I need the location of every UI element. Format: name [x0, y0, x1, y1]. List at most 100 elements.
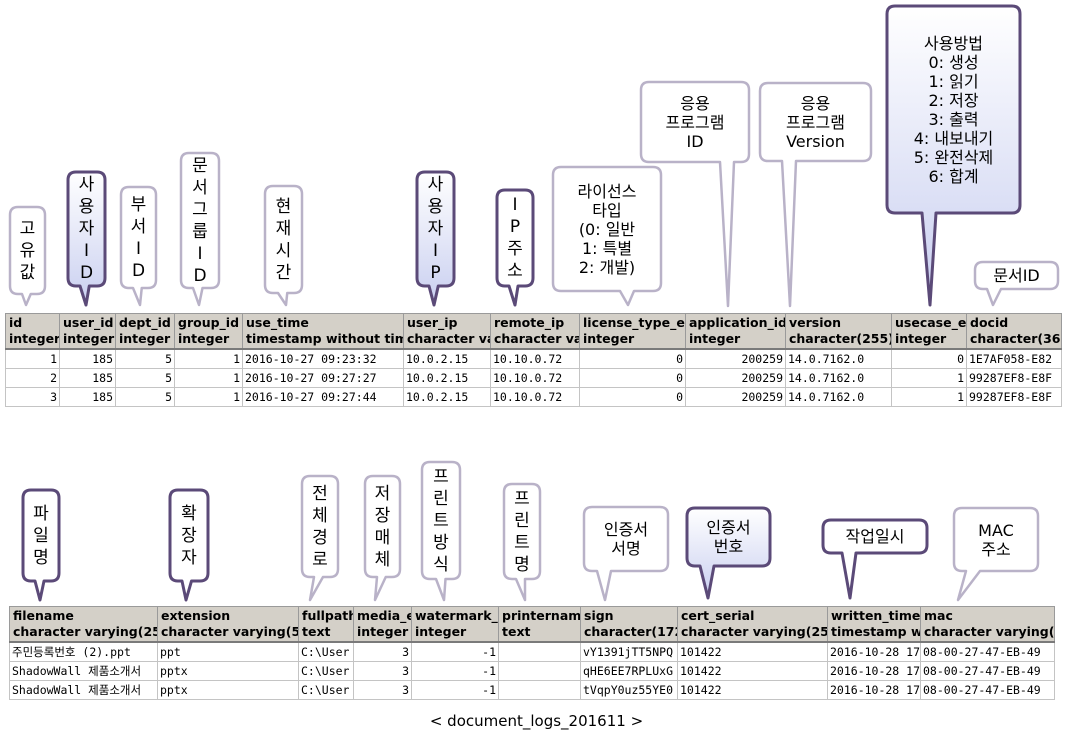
table-cell[interactable]: 2016-10-27 09:27:27 [242, 368, 404, 388]
table-cell[interactable]: 1 [174, 368, 243, 388]
table-cell[interactable]: 185 [59, 368, 116, 388]
table-cell[interactable]: C:\User [298, 661, 354, 681]
table-cell[interactable]: 2016-10-28 17 [827, 661, 921, 681]
table-cell[interactable]: 08-00-27-47-EB-49 [920, 680, 1055, 700]
table-cell[interactable]: ppt [157, 641, 299, 662]
table-cell[interactable]: pptx [157, 680, 299, 700]
table-cell[interactable]: 10.10.0.72 [490, 387, 580, 407]
table-cell[interactable]: 1 [891, 387, 967, 407]
table-cell[interactable]: 1 [5, 348, 60, 369]
table-cell[interactable]: 0 [891, 348, 967, 369]
table-cell[interactable]: 1 [891, 368, 967, 388]
callout-bubble-shape [8, 205, 47, 307]
table-cell[interactable]: tVqpY0uz55YE0 [580, 680, 678, 700]
table-cell[interactable]: C:\User [298, 641, 354, 662]
table-cell[interactable]: 200259 [685, 348, 786, 369]
column-type: integer [415, 624, 467, 639]
callout-text: 라이선스 타입 (0: 일반 1: 특별 2: 개발) [577, 181, 637, 277]
table-cell[interactable]: 0 [579, 368, 686, 388]
table-cell[interactable]: 99287EF8-E8F [966, 387, 1062, 407]
table-cell[interactable] [498, 680, 581, 700]
table-cell[interactable]: 1 [174, 387, 243, 407]
table-cell[interactable]: 08-00-27-47-EB-49 [920, 661, 1055, 681]
table-cell[interactable]: 3 [353, 661, 412, 681]
table-cell[interactable]: 10.10.0.72 [490, 368, 580, 388]
table-cell[interactable]: 1E7AF058-E82 [966, 348, 1062, 369]
table-cell[interactable]: 101422 [677, 661, 828, 681]
table-cell[interactable]: 10.0.2.15 [403, 368, 491, 388]
table-cell[interactable]: 10.10.0.72 [490, 348, 580, 369]
table-cell[interactable]: -1 [411, 661, 499, 681]
table-cell[interactable]: 2 [5, 368, 60, 388]
column-name: remote_ip [494, 315, 565, 330]
table-cell[interactable]: 10.0.2.15 [403, 348, 491, 369]
table-cell[interactable]: 3 [353, 641, 412, 662]
table-cell[interactable]: 200259 [685, 387, 786, 407]
table-cell[interactable]: 10.0.2.15 [403, 387, 491, 407]
table-cell[interactable]: 2016-10-28 17 [827, 680, 921, 700]
table-cell[interactable]: 5 [115, 348, 175, 369]
table-cell[interactable]: 99287EF8-E8F [966, 368, 1062, 388]
table-cell[interactable]: -1 [411, 641, 499, 662]
table-cell[interactable]: 2016-10-28 17 [827, 641, 921, 662]
table-cell[interactable]: 14.0.7162.0 [785, 387, 892, 407]
table-cell[interactable]: 5 [115, 368, 175, 388]
table-cell[interactable]: 185 [59, 387, 116, 407]
table-cell[interactable]: 3 [353, 680, 412, 700]
table-cell[interactable]: vY1391jTT5NPQ [580, 641, 678, 662]
table-cell[interactable]: 185 [59, 348, 116, 369]
table-cell[interactable] [498, 661, 581, 681]
table-cell[interactable]: 1 [174, 348, 243, 369]
table-cell[interactable]: 08-00-27-47-EB-49 [920, 641, 1055, 662]
table-cell[interactable]: pptx [157, 661, 299, 681]
table-cell[interactable]: 0 [579, 387, 686, 407]
table-cell[interactable]: C:\User [298, 680, 354, 700]
table-cell[interactable]: 200259 [685, 368, 786, 388]
table-cell[interactable]: 14.0.7162.0 [785, 368, 892, 388]
table-cell[interactable]: 2016-10-27 09:27:44 [242, 387, 404, 407]
table-cell[interactable]: ShadowWall 제품소개서 [9, 680, 158, 700]
table-cell[interactable]: 5 [115, 387, 175, 407]
table-cell[interactable]: 2016-10-27 09:23:32 [242, 348, 404, 369]
table-cell[interactable]: ShadowWall 제품소개서 [9, 661, 158, 681]
table-cell[interactable] [498, 641, 581, 662]
table-cell[interactable]: 0 [579, 348, 686, 369]
column-header-5[interactable]: printernametext [498, 606, 581, 643]
table-cell[interactable]: 101422 [677, 680, 828, 700]
table-cell[interactable]: -1 [411, 680, 499, 700]
table-cell[interactable]: 3 [5, 387, 60, 407]
table-cell[interactable]: 14.0.7162.0 [785, 348, 892, 369]
table-cell[interactable]: qHE6EE7RPLUxG [580, 661, 678, 681]
table-cell[interactable]: 101422 [677, 641, 828, 662]
table-cell[interactable]: 주민등록번호 (2).ppt [9, 641, 158, 662]
